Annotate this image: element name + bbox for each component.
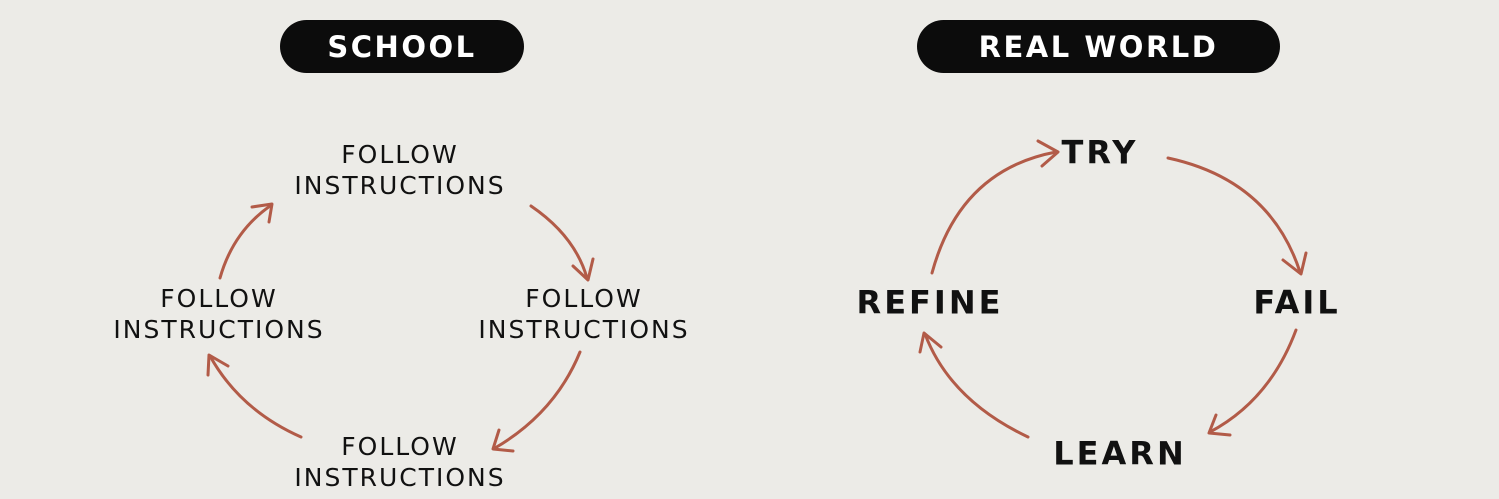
school-arrow-bottom-left bbox=[206, 353, 303, 439]
school-node-bottom-line2: INSTRUCTIONS bbox=[294, 462, 506, 492]
school-node-right: FOLLOW INSTRUCTIONS bbox=[478, 284, 689, 345]
real-node-learn: LEARN bbox=[1053, 434, 1187, 473]
school-node-bottom: FOLLOW INSTRUCTIONS bbox=[294, 432, 505, 493]
real-arrow-learn-refine bbox=[918, 331, 1030, 439]
school-node-right-line2: INSTRUCTIONS bbox=[478, 314, 690, 344]
school-node-top: FOLLOW INSTRUCTIONS bbox=[294, 140, 505, 201]
school-node-left-line1: FOLLOW bbox=[160, 284, 278, 313]
real-arrow-try-fail bbox=[1166, 156, 1308, 276]
school-node-top-line1: FOLLOW bbox=[341, 140, 459, 169]
real-node-refine: REFINE bbox=[856, 283, 1004, 322]
real-node-fail: FAIL bbox=[1253, 283, 1341, 322]
school-node-bottom-line1: FOLLOW bbox=[341, 432, 459, 461]
school-title: SCHOOL bbox=[327, 29, 477, 64]
school-node-top-line2: INSTRUCTIONS bbox=[294, 170, 506, 200]
school-node-right-line1: FOLLOW bbox=[525, 284, 643, 313]
school-node-left: FOLLOW INSTRUCTIONS bbox=[113, 284, 324, 345]
school-arrow-left-top bbox=[218, 202, 274, 280]
school-node-left-line2: INSTRUCTIONS bbox=[113, 314, 325, 344]
school-arrow-top-right bbox=[529, 204, 595, 282]
real-arrow-refine-try bbox=[930, 139, 1060, 275]
school-arrow-right-bottom bbox=[491, 350, 582, 453]
real-arrow-fail-learn bbox=[1207, 328, 1298, 437]
real-node-try: TRY bbox=[1061, 133, 1139, 172]
real-world-header-pill: REAL WORLD bbox=[917, 20, 1280, 73]
real-world-title: REAL WORLD bbox=[978, 29, 1219, 64]
school-header-pill: SCHOOL bbox=[280, 20, 524, 73]
